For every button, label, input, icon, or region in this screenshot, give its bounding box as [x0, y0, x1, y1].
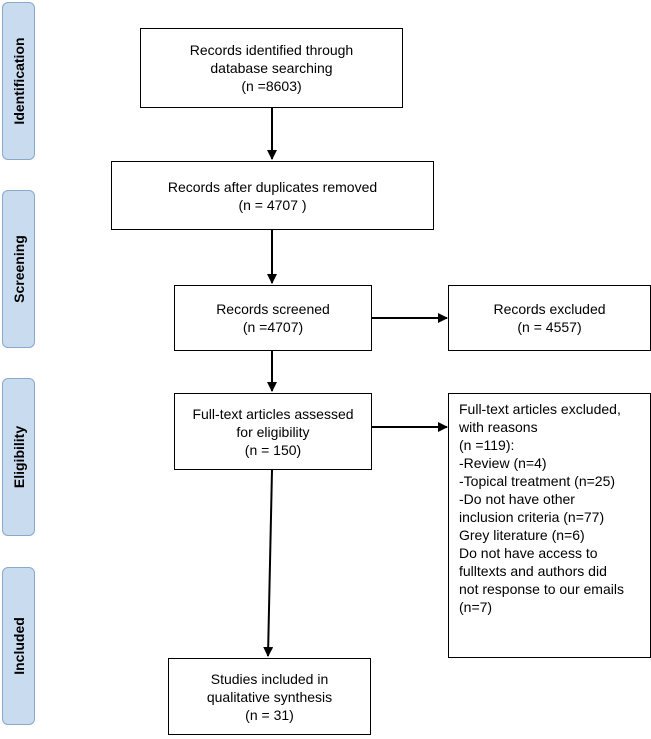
box-records-identified-line-3: (n =8603): [241, 78, 302, 94]
reason-line-3: (n =119):: [459, 437, 515, 453]
stage-included: Included: [2, 567, 35, 725]
box-fulltext-assessed-line-2: for eligibility: [236, 423, 310, 440]
box-records-identified-line-1: Records identified through: [189, 42, 354, 58]
box-fulltext-excluded: Full-text articles excluded, with reason…: [448, 393, 651, 658]
box-fulltext-assessed: Full-text articles assessed for eligibil…: [174, 393, 372, 470]
box-records-screened-line-1: Records screened: [216, 301, 330, 317]
box-records-identified-line-2: database searching: [210, 60, 333, 76]
box-records-screened: Records screened (n =4707): [174, 285, 372, 351]
box-records-after-duplicates: Records after duplicates removed (n = 47…: [111, 161, 434, 230]
box-records-excluded-line-1: Records excluded: [493, 301, 606, 317]
reason-line-5: -Topical treatment (n=25): [459, 473, 616, 489]
reason-line-10: fulltexts and authors did: [459, 563, 607, 579]
box-studies-included-line-3: (n = 31): [245, 706, 294, 723]
box-records-excluded-line-2: (n = 4557): [517, 319, 582, 335]
reason-line-4: -Review (n=4): [459, 455, 547, 471]
box-fulltext-assessed-line-1: Full-text articles assessed: [192, 405, 354, 422]
reason-line-7: inclusion criteria (n=77): [459, 509, 605, 525]
reason-line-2: with reasons: [459, 419, 538, 435]
box-records-identified: Records identified through database sear…: [140, 28, 403, 108]
box-studies-included: Studies included in qualitative synthesi…: [168, 658, 371, 735]
reason-line-8: Grey literature (n=6): [459, 527, 585, 543]
arrow-fulltext-to-included: [263, 469, 274, 657]
box-fulltext-assessed-line-3: (n = 150): [244, 441, 302, 458]
box-records-after-duplicates-line-2: (n = 4707 ): [238, 196, 307, 213]
reason-line-6: -Do not have other: [459, 491, 575, 507]
box-records-excluded: Records excluded (n = 4557): [448, 285, 651, 351]
stage-identification: Identification: [2, 2, 35, 160]
box-studies-included-line-2: qualitative synthesis: [206, 688, 333, 705]
box-records-after-duplicates-line-1: Records after duplicates removed: [167, 178, 378, 195]
stage-screening: Screening: [2, 190, 35, 348]
reason-line-9: Do not have access to: [459, 545, 598, 561]
box-studies-included-line-1: Studies included in: [210, 670, 329, 687]
stage-eligibility: Eligibility: [2, 378, 35, 536]
reason-line-12: (n=7): [459, 599, 493, 615]
reason-line-11: not response to our emails: [459, 581, 624, 597]
box-records-screened-line-2: (n =4707): [242, 319, 304, 335]
reason-line-1: Full-text articles excluded,: [459, 401, 621, 417]
